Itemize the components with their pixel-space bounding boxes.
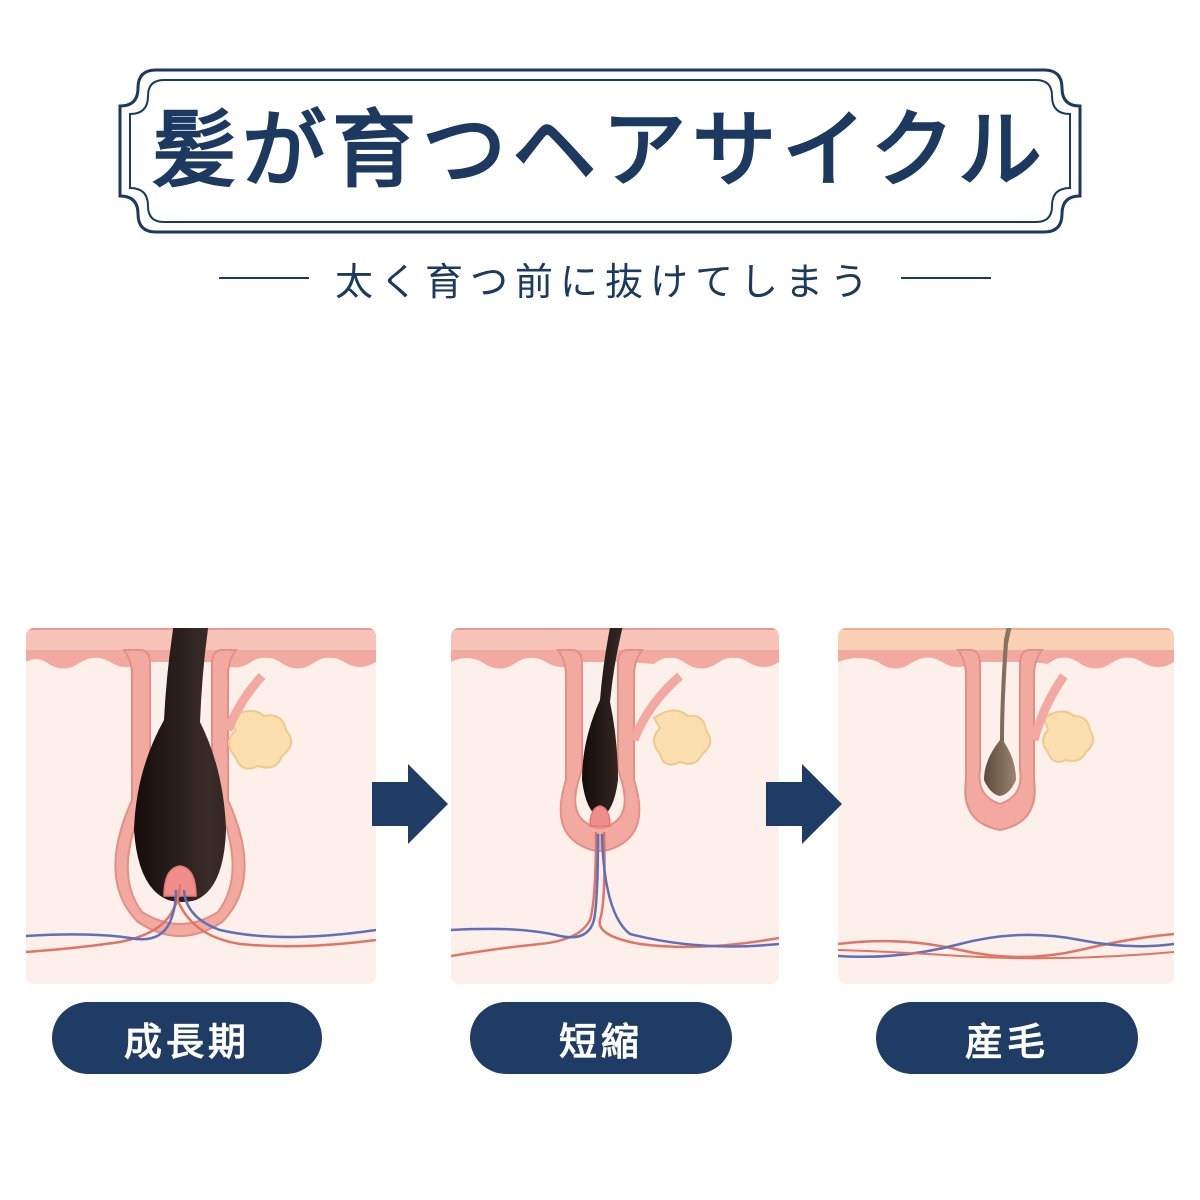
stage-label-vellus: 産毛 (876, 1002, 1138, 1074)
title-banner: 髪が育つヘアサイクル (116, 66, 1084, 236)
subtitle-line-left (218, 277, 309, 279)
panel-vellus (838, 628, 1174, 984)
subtitle-line-right (901, 277, 991, 279)
stage-label-shortened: 短縮 (470, 1002, 732, 1074)
page-title: 髪が育つヘアサイクル (152, 100, 1048, 199)
arrow-right-icon (372, 764, 448, 844)
stage-label-anagen: 成長期 (52, 1002, 322, 1074)
subtitle-row: 太く育つ前に抜けてしまう (200, 250, 1010, 306)
panel-shortened (451, 628, 779, 984)
title-frame-border (118, 68, 1082, 234)
subtitle: 太く育つ前に抜けてしまう (334, 259, 875, 304)
arrow-right-icon (766, 764, 842, 844)
panel-anagen (26, 628, 376, 984)
hair-cycle-diagram (26, 628, 1174, 984)
